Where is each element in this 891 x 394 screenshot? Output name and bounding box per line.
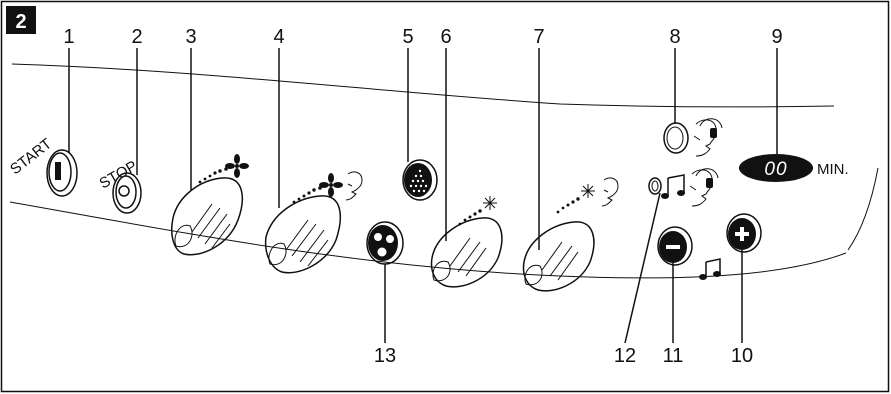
panel-top-edge bbox=[11, 63, 835, 108]
music-note-icon-2 bbox=[699, 258, 721, 280]
plus-button[interactable] bbox=[726, 213, 762, 253]
callout-12: 12 bbox=[614, 345, 636, 367]
fan-face-knob[interactable] bbox=[264, 195, 342, 274]
cool-level-dots bbox=[458, 209, 482, 226]
callout-4: 4 bbox=[273, 26, 284, 48]
start-label: START bbox=[7, 135, 55, 178]
callout-13: 13 bbox=[374, 345, 396, 367]
fan-icon bbox=[225, 154, 249, 178]
callout-10: 10 bbox=[731, 345, 753, 367]
callout-1: 1 bbox=[63, 26, 74, 48]
headphone-face-icon-2 bbox=[689, 168, 719, 207]
headphone-face-icon bbox=[693, 118, 723, 157]
stop-button[interactable] bbox=[112, 172, 142, 214]
cool-button[interactable] bbox=[366, 221, 404, 265]
callout-leaders bbox=[68, 48, 778, 344]
display-value: 00 bbox=[764, 159, 787, 180]
sleep-sound-button[interactable] bbox=[663, 122, 689, 154]
callout-3: 3 bbox=[185, 26, 196, 48]
callout-2: 2 bbox=[131, 26, 142, 48]
fan-face-dots bbox=[292, 186, 322, 204]
minus-button[interactable] bbox=[657, 226, 693, 266]
figure-number: 2 bbox=[15, 11, 26, 33]
display-unit: MIN. bbox=[817, 161, 849, 178]
callout-7: 7 bbox=[533, 26, 544, 48]
callout-6: 6 bbox=[440, 26, 451, 48]
music-indicator-light bbox=[648, 177, 662, 195]
fan-speed-knob[interactable] bbox=[171, 177, 244, 256]
panel-side-edge bbox=[847, 167, 879, 251]
start-button[interactable] bbox=[46, 149, 78, 197]
fan-speed-dots bbox=[198, 167, 228, 184]
callout-11: 11 bbox=[663, 345, 684, 367]
timer-display: 00 bbox=[739, 154, 813, 182]
cool-face-knob[interactable] bbox=[522, 221, 595, 292]
figure-badge: 2 bbox=[6, 6, 36, 34]
panel-bottom-edge bbox=[9, 201, 847, 279]
stop-label: STOP bbox=[97, 157, 141, 192]
spray-button[interactable] bbox=[402, 159, 438, 201]
face-profile-icon-2 bbox=[601, 177, 619, 207]
cool-level-knob[interactable] bbox=[430, 217, 503, 288]
face-profile-icon bbox=[345, 171, 363, 201]
callout-9: 9 bbox=[771, 26, 782, 48]
fan-small-icon bbox=[319, 173, 343, 197]
callout-5: 5 bbox=[402, 26, 413, 48]
asterisk-icon bbox=[483, 196, 497, 210]
snowflake-icon bbox=[374, 233, 394, 257]
music-note-icon bbox=[661, 174, 685, 199]
callout-8: 8 bbox=[669, 26, 680, 48]
asterisk-small-icon bbox=[581, 184, 595, 198]
cool-face-dots bbox=[556, 197, 580, 214]
